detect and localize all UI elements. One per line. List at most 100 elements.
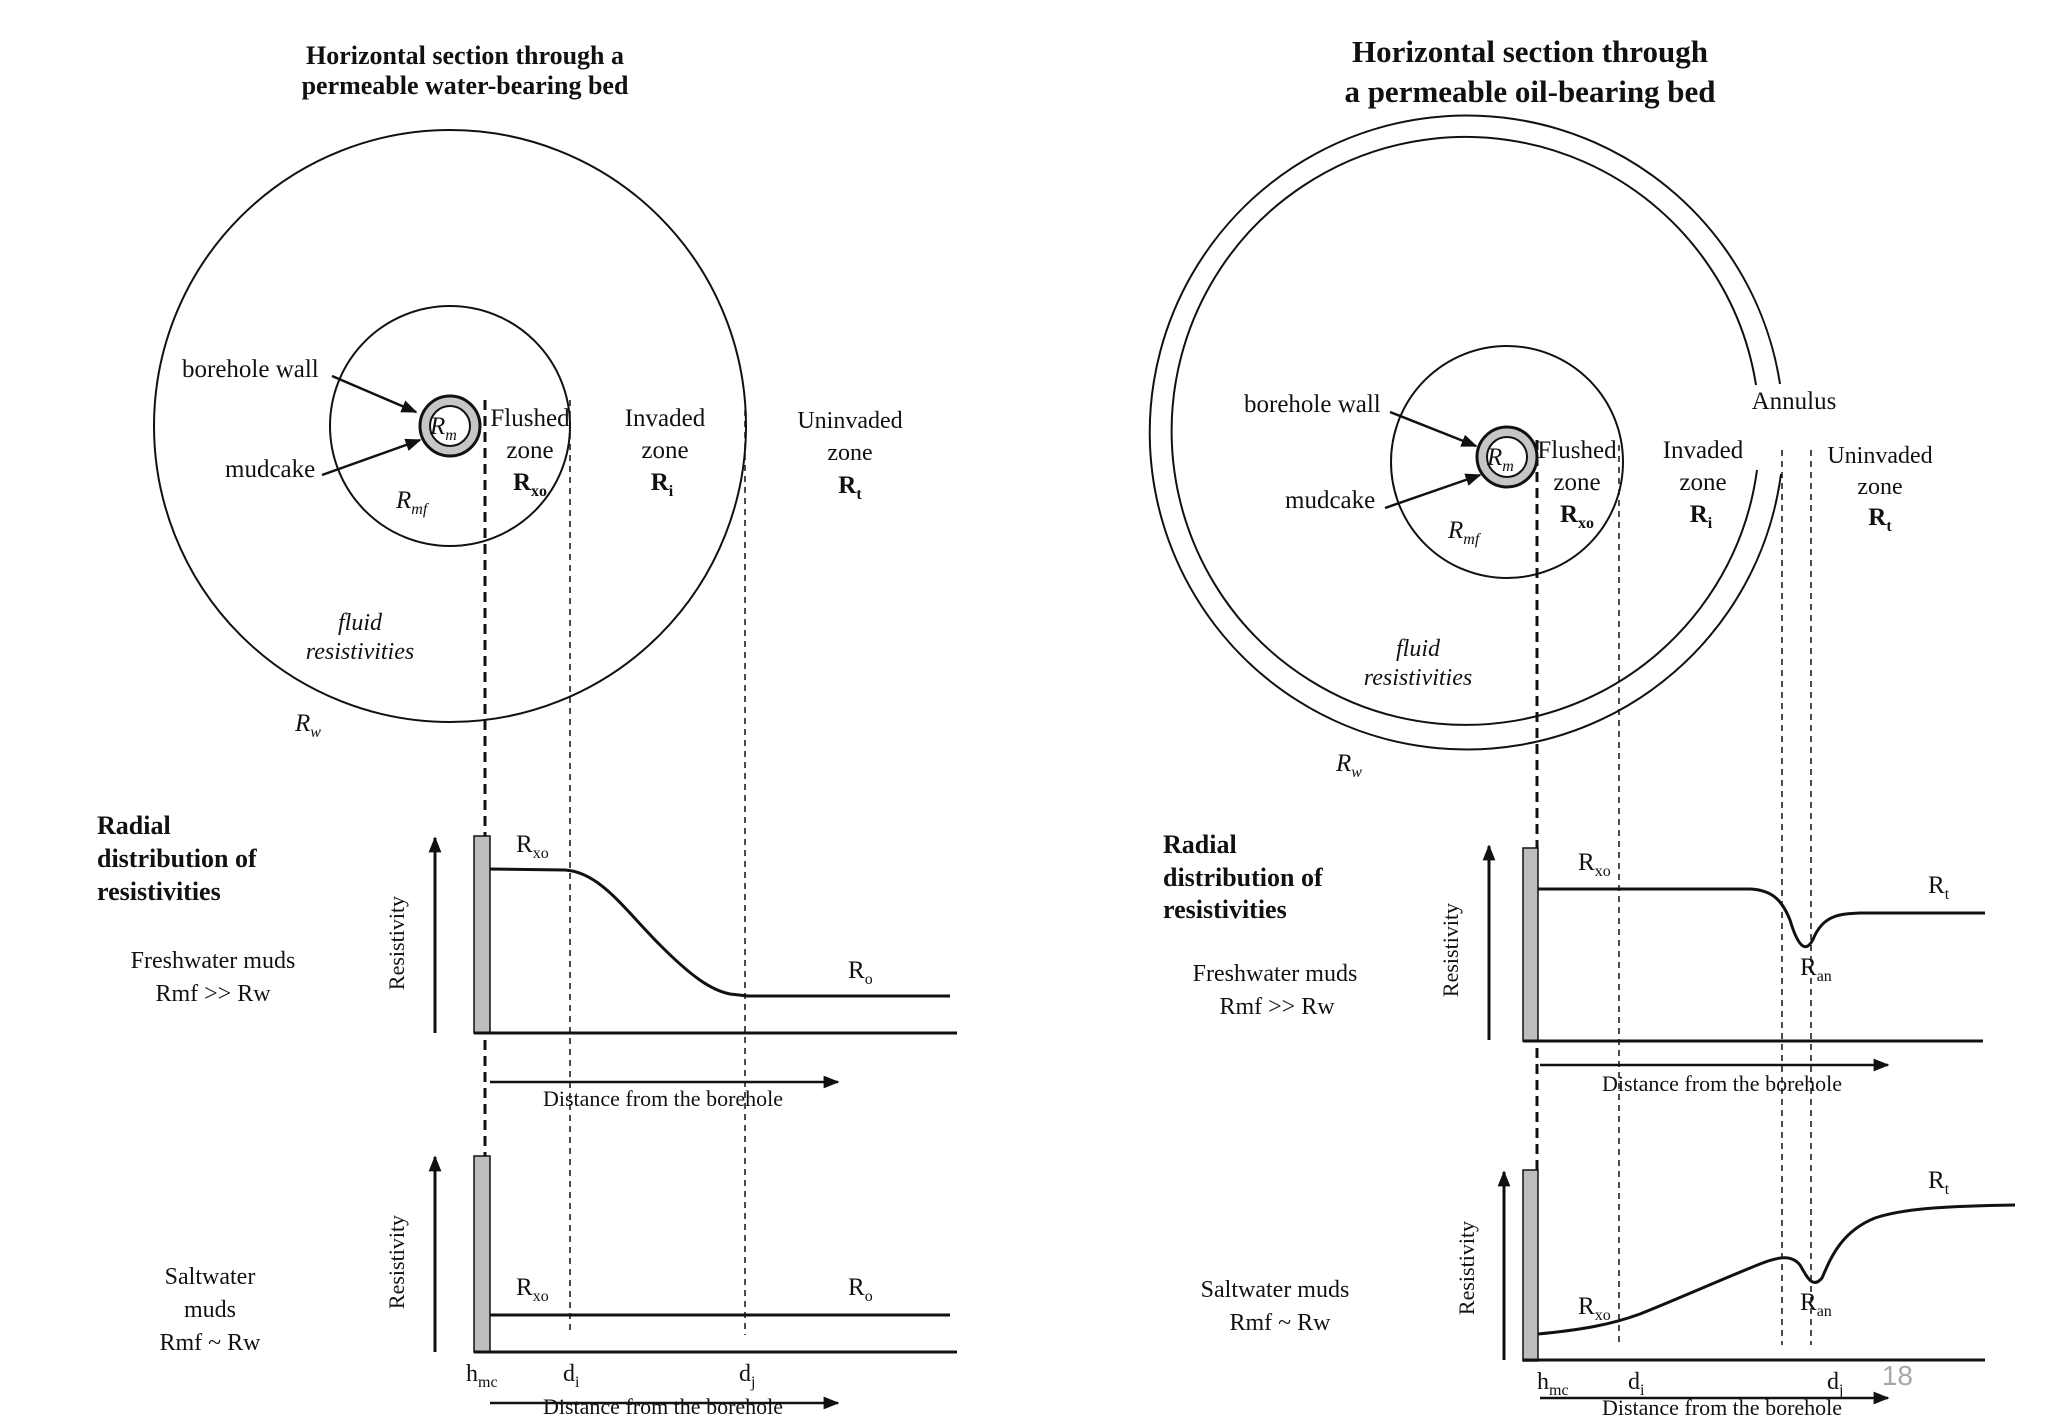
left-freshwater-graph: Resistivity Rxo Ro Distance from the bor… xyxy=(384,831,957,1111)
right-g2-rxo-label: Rxo xyxy=(1578,1293,1611,1324)
right-invaded-label: Invaded xyxy=(1663,437,1744,464)
right-rw-label: Rw xyxy=(1335,750,1362,781)
right-ri-label: Ri xyxy=(1690,501,1713,532)
left-ri-label: Ri xyxy=(651,469,674,500)
right-flushed-zone-circle xyxy=(1390,345,1624,579)
left-g2-mudcake-bar xyxy=(473,1155,491,1353)
right-hmc-label: hmc xyxy=(1537,1369,1569,1399)
right-invaded-zone-label: zone xyxy=(1679,469,1726,496)
left-borehole-wall-label: borehole wall xyxy=(182,356,319,383)
left-rt-label: Rt xyxy=(838,472,862,503)
left-mudcake-label: mudcake xyxy=(225,456,315,483)
left-freshwater-label: Freshwater muds xyxy=(131,948,296,974)
annulus-inner-circle xyxy=(1170,135,1758,726)
right-radial-line3: resistivities xyxy=(1163,895,1287,924)
left-saltwater-formula: Rmf ~ Rw xyxy=(160,1330,262,1356)
borehole-circle xyxy=(429,405,471,447)
left-rxo-label: Rxo xyxy=(513,469,547,500)
left-saltwater-graph: Resistivity Rxo Ro hmc di dj Distance fr… xyxy=(384,1155,957,1418)
left-radial-line1: Radial xyxy=(97,811,171,840)
right-borehole-circle xyxy=(1486,436,1528,478)
right-panel: Horizontal section through a permeable o… xyxy=(1148,34,2016,1418)
left-mudcake-arrow xyxy=(321,438,422,477)
right-saltwater-graph: Resistivity Rxo Rt Ran hmc di dj Distanc… xyxy=(1454,1167,2016,1418)
left-title-line1: Horizontal section through a xyxy=(306,41,624,70)
right-borehole-wall-arrow xyxy=(1389,410,1478,448)
right-g1-rt-label: Rt xyxy=(1928,872,1950,903)
right-g2-xlabel: Distance from the borehole xyxy=(1602,1395,1842,1418)
right-title-line2: a permeable oil-bearing bed xyxy=(1344,74,1715,109)
right-uninvaded-zone-label: zone xyxy=(1857,474,1902,500)
left-g2-rxo-label: Rxo xyxy=(516,1274,549,1305)
annulus-label: Annulus xyxy=(1752,388,1837,415)
left-g1-ylabel: Resistivity xyxy=(384,896,409,990)
left-dj-label: dj xyxy=(739,1361,755,1391)
right-rm-label: Rm xyxy=(1486,444,1514,475)
right-rmf-label: Rmf xyxy=(1447,517,1482,548)
left-flushed-label: Flushed xyxy=(490,405,570,432)
left-fluid-label: fluid xyxy=(338,610,383,636)
right-title-line1: Horizontal section through xyxy=(1352,34,1708,69)
right-dj-label: dj xyxy=(1827,1369,1843,1399)
right-g1-mudcake-bar xyxy=(1522,847,1539,1042)
right-fluid-label: fluid xyxy=(1396,636,1441,662)
right-borehole-wall-label: borehole wall xyxy=(1244,391,1381,418)
right-radial-line2: distribution of xyxy=(1163,863,1323,892)
left-borehole-wall-arrow xyxy=(331,374,418,414)
left-resistivities-label: resistivities xyxy=(306,639,414,665)
right-g1-xlabel: Distance from the borehole xyxy=(1602,1071,1842,1096)
left-uninvaded-label: Uninvaded xyxy=(797,408,902,434)
left-rm-label: Rm xyxy=(429,413,457,444)
left-panel: Horizontal section through a permeable w… xyxy=(97,41,957,1418)
left-g1-rxo-label: Rxo xyxy=(516,831,549,862)
right-rxo-label: Rxo xyxy=(1560,501,1594,532)
left-flushed-zone-label: zone xyxy=(506,437,553,464)
right-freshwater-label: Freshwater muds xyxy=(1193,961,1358,987)
right-g2-rt-label: Rt xyxy=(1928,1167,1950,1198)
left-invaded-label: Invaded xyxy=(625,405,706,432)
left-saltwater-label: Saltwater xyxy=(165,1264,256,1290)
left-di-label: di xyxy=(563,1361,580,1391)
right-radial-line1: Radial xyxy=(1163,830,1237,859)
left-saltwater-muds-label: muds xyxy=(184,1297,236,1323)
right-flushed-label: Flushed xyxy=(1537,437,1617,464)
left-title-line2: permeable water-bearing bed xyxy=(302,71,629,100)
right-g1-resistivity-curve xyxy=(1538,887,1985,949)
left-g1-resistivity-curve xyxy=(489,867,950,998)
right-saltwater-label: Saltwater muds xyxy=(1201,1277,1350,1303)
right-g2-resistivity-curve xyxy=(1537,1203,2016,1336)
left-radial-line2: distribution of xyxy=(97,844,257,873)
right-freshwater-formula: Rmf >> Rw xyxy=(1219,994,1335,1020)
left-g1-xlabel: Distance from the borehole xyxy=(543,1086,783,1111)
left-uninvaded-zone-label: zone xyxy=(827,440,872,466)
right-rt-label: Rt xyxy=(1868,504,1892,535)
left-rw-label: Rw xyxy=(294,710,321,741)
right-flushed-zone-label: zone xyxy=(1553,469,1600,496)
right-mudcake-arrow xyxy=(1384,473,1482,510)
right-freshwater-graph: Resistivity Rxo Rt Ran Distance from the… xyxy=(1438,844,1985,1096)
left-g1-mudcake-bar xyxy=(473,835,491,1034)
right-g2-ylabel: Resistivity xyxy=(1454,1221,1479,1315)
right-mudcake-label: mudcake xyxy=(1285,487,1375,514)
right-uninvaded-label: Uninvaded xyxy=(1827,443,1932,469)
left-radial-line3: resistivities xyxy=(97,877,221,906)
right-g1-ran-label: Ran xyxy=(1800,954,1832,985)
right-g2-mudcake-bar xyxy=(1522,1169,1539,1362)
left-hmc-label: hmc xyxy=(466,1361,498,1391)
uninvaded-zone-circle xyxy=(153,129,747,723)
right-g1-ylabel: Resistivity xyxy=(1438,903,1463,997)
page-number: 18 xyxy=(1882,1360,1913,1391)
annulus-outer-circle xyxy=(1148,114,1782,751)
left-g2-ro-label: Ro xyxy=(848,1274,873,1305)
right-g2-ran-label: Ran xyxy=(1800,1289,1832,1320)
right-di-label: di xyxy=(1628,1369,1645,1399)
right-g1-rxo-label: Rxo xyxy=(1578,849,1611,880)
left-invaded-zone-label: zone xyxy=(641,437,688,464)
right-resistivities-label: resistivities xyxy=(1364,665,1472,691)
left-g2-xlabel: Distance from the borehole xyxy=(543,1394,783,1418)
right-saltwater-formula: Rmf ~ Rw xyxy=(1230,1310,1332,1336)
left-freshwater-formula: Rmf >> Rw xyxy=(155,981,271,1007)
left-g1-ro-label: Ro xyxy=(848,957,873,988)
left-g2-ylabel: Resistivity xyxy=(384,1215,409,1309)
